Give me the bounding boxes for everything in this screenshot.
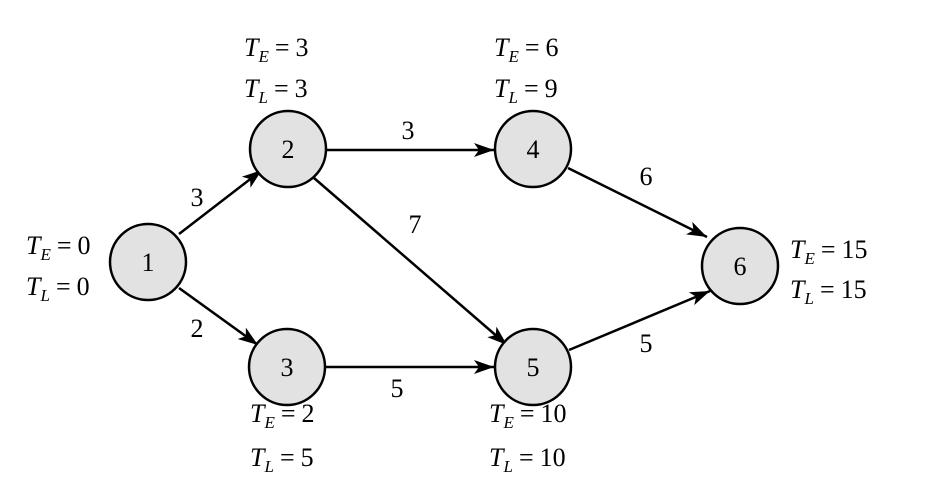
node-5-te-var: T — [489, 399, 505, 428]
node-4: 4 — [493, 109, 573, 189]
node-1-tl-value: 0 — [77, 272, 90, 301]
node-2-tl-eq: = — [274, 74, 289, 103]
edge-weight-1-3: 2 — [191, 314, 204, 343]
node-1-circle — [108, 222, 188, 302]
node-1-te-value: 0 — [78, 231, 91, 260]
node-4-circle — [493, 109, 573, 189]
node-6-tl: TL =15 — [790, 275, 867, 308]
node-5-te-value: 10 — [541, 399, 567, 428]
node-4-te-var: T — [494, 33, 510, 62]
edge-1-3 — [178, 286, 259, 347]
node-5: 5 — [493, 327, 573, 407]
node-3-te-var: T — [250, 399, 266, 428]
edge-weight-5-6: 5 — [640, 329, 653, 358]
node-2-tl-var: T — [244, 74, 260, 103]
node-2-tl-sub: L — [257, 88, 267, 107]
node-6: 6 — [700, 226, 780, 306]
node-1-tl-sub: L — [39, 286, 49, 305]
node-5-te-sub: E — [502, 413, 514, 432]
node-3-tl: TL =5 — [250, 443, 314, 476]
node-5-te-eq: = — [520, 399, 535, 428]
node-5-label: 5 — [527, 353, 540, 382]
node-3-label: 3 — [281, 353, 294, 382]
node-4-tl-eq: = — [524, 74, 539, 103]
node-2: 2 — [248, 109, 328, 189]
node-2-tl: TL =3 — [244, 74, 308, 107]
node-3-tl-eq: = — [280, 443, 295, 472]
node-5-tl-eq: = — [519, 443, 534, 472]
node-5-tl-value: 10 — [540, 443, 566, 472]
node-4-tl-value: 9 — [545, 74, 558, 103]
node-5-te: TE =10 — [489, 399, 567, 432]
nodes: 1 2 3 4 5 6 — [108, 109, 780, 407]
node-1: 1 — [108, 222, 188, 302]
node-1-tl: TL =0 — [26, 272, 90, 305]
edge-weights: 3 2 3 7 5 6 5 — [191, 116, 653, 403]
node-2-te-value: 3 — [296, 33, 309, 62]
node-6-tl-value: 15 — [841, 275, 867, 304]
edge-weight-1-2: 3 — [191, 183, 204, 212]
node-1-te-eq: = — [57, 231, 72, 260]
node-4-tl-sub: L — [507, 88, 517, 107]
node-3-circle — [247, 327, 327, 407]
node-3-tl-value: 5 — [301, 443, 314, 472]
node-3-tl-var: T — [250, 443, 266, 472]
node-6-te-eq: = — [821, 235, 836, 264]
node-4-tl-var: T — [494, 74, 510, 103]
edges — [178, 143, 711, 374]
node-6-tl-sub: L — [803, 289, 813, 308]
node-2-tl-value: 3 — [295, 74, 308, 103]
node-2-te-sub: E — [257, 47, 269, 66]
node-6-te-value: 15 — [842, 235, 868, 264]
node-6-te: TE =15 — [790, 235, 868, 268]
edge-5-6 — [568, 289, 711, 352]
node-1-te-var: T — [26, 231, 42, 260]
node-6-tl-var: T — [790, 275, 806, 304]
edge-1-2 — [178, 169, 263, 235]
node-6-tl-eq: = — [820, 275, 835, 304]
node-4-te-sub: E — [507, 47, 519, 66]
node-5-tl-sub: L — [502, 457, 512, 476]
node-2-te-eq: = — [275, 33, 290, 62]
edge-weight-3-5: 5 — [391, 374, 404, 403]
node-5-tl: TL =10 — [489, 443, 566, 476]
node-4-label: 4 — [527, 135, 540, 164]
node-1-te: TE =0 — [26, 231, 91, 264]
node-2-te-var: T — [244, 33, 260, 62]
node-3: 3 — [247, 327, 327, 407]
node-1-te-sub: E — [39, 245, 51, 264]
edge-4-6 — [567, 166, 708, 239]
node-5-tl-var: T — [489, 443, 505, 472]
edge-weight-2-5: 7 — [409, 210, 422, 239]
node-1-label: 1 — [142, 248, 155, 277]
edge-weight-4-6: 6 — [640, 162, 653, 191]
node-4-tl: TL =9 — [494, 74, 558, 107]
node-4-te: TE =6 — [494, 33, 559, 66]
node-1-tl-eq: = — [56, 272, 71, 301]
node-2-circle — [248, 109, 328, 189]
node-3-te-sub: E — [263, 413, 275, 432]
node-3-tl-sub: L — [263, 457, 273, 476]
node-4-te-eq: = — [525, 33, 540, 62]
node-2-te: TE =3 — [244, 33, 309, 66]
node-6-te-var: T — [790, 235, 806, 264]
node-4-te-value: 6 — [546, 33, 559, 62]
node-3-te-value: 2 — [302, 399, 315, 428]
node-3-te: TE =2 — [250, 399, 315, 432]
node-5-circle — [493, 327, 573, 407]
node-6-label: 6 — [734, 252, 747, 281]
node-2-label: 2 — [282, 135, 295, 164]
time-annotations: TE=0 TL=0 TE=3 TL=3 TE=6 TL=9 TE=2 TL=5 … — [26, 33, 868, 476]
node-6-circle — [700, 226, 780, 306]
node-3-te-eq: = — [281, 399, 296, 428]
edge-weight-2-4: 3 — [402, 116, 415, 145]
edge-2-5 — [313, 177, 508, 346]
node-1-tl-var: T — [26, 272, 42, 301]
node-6-te-sub: E — [803, 249, 815, 268]
